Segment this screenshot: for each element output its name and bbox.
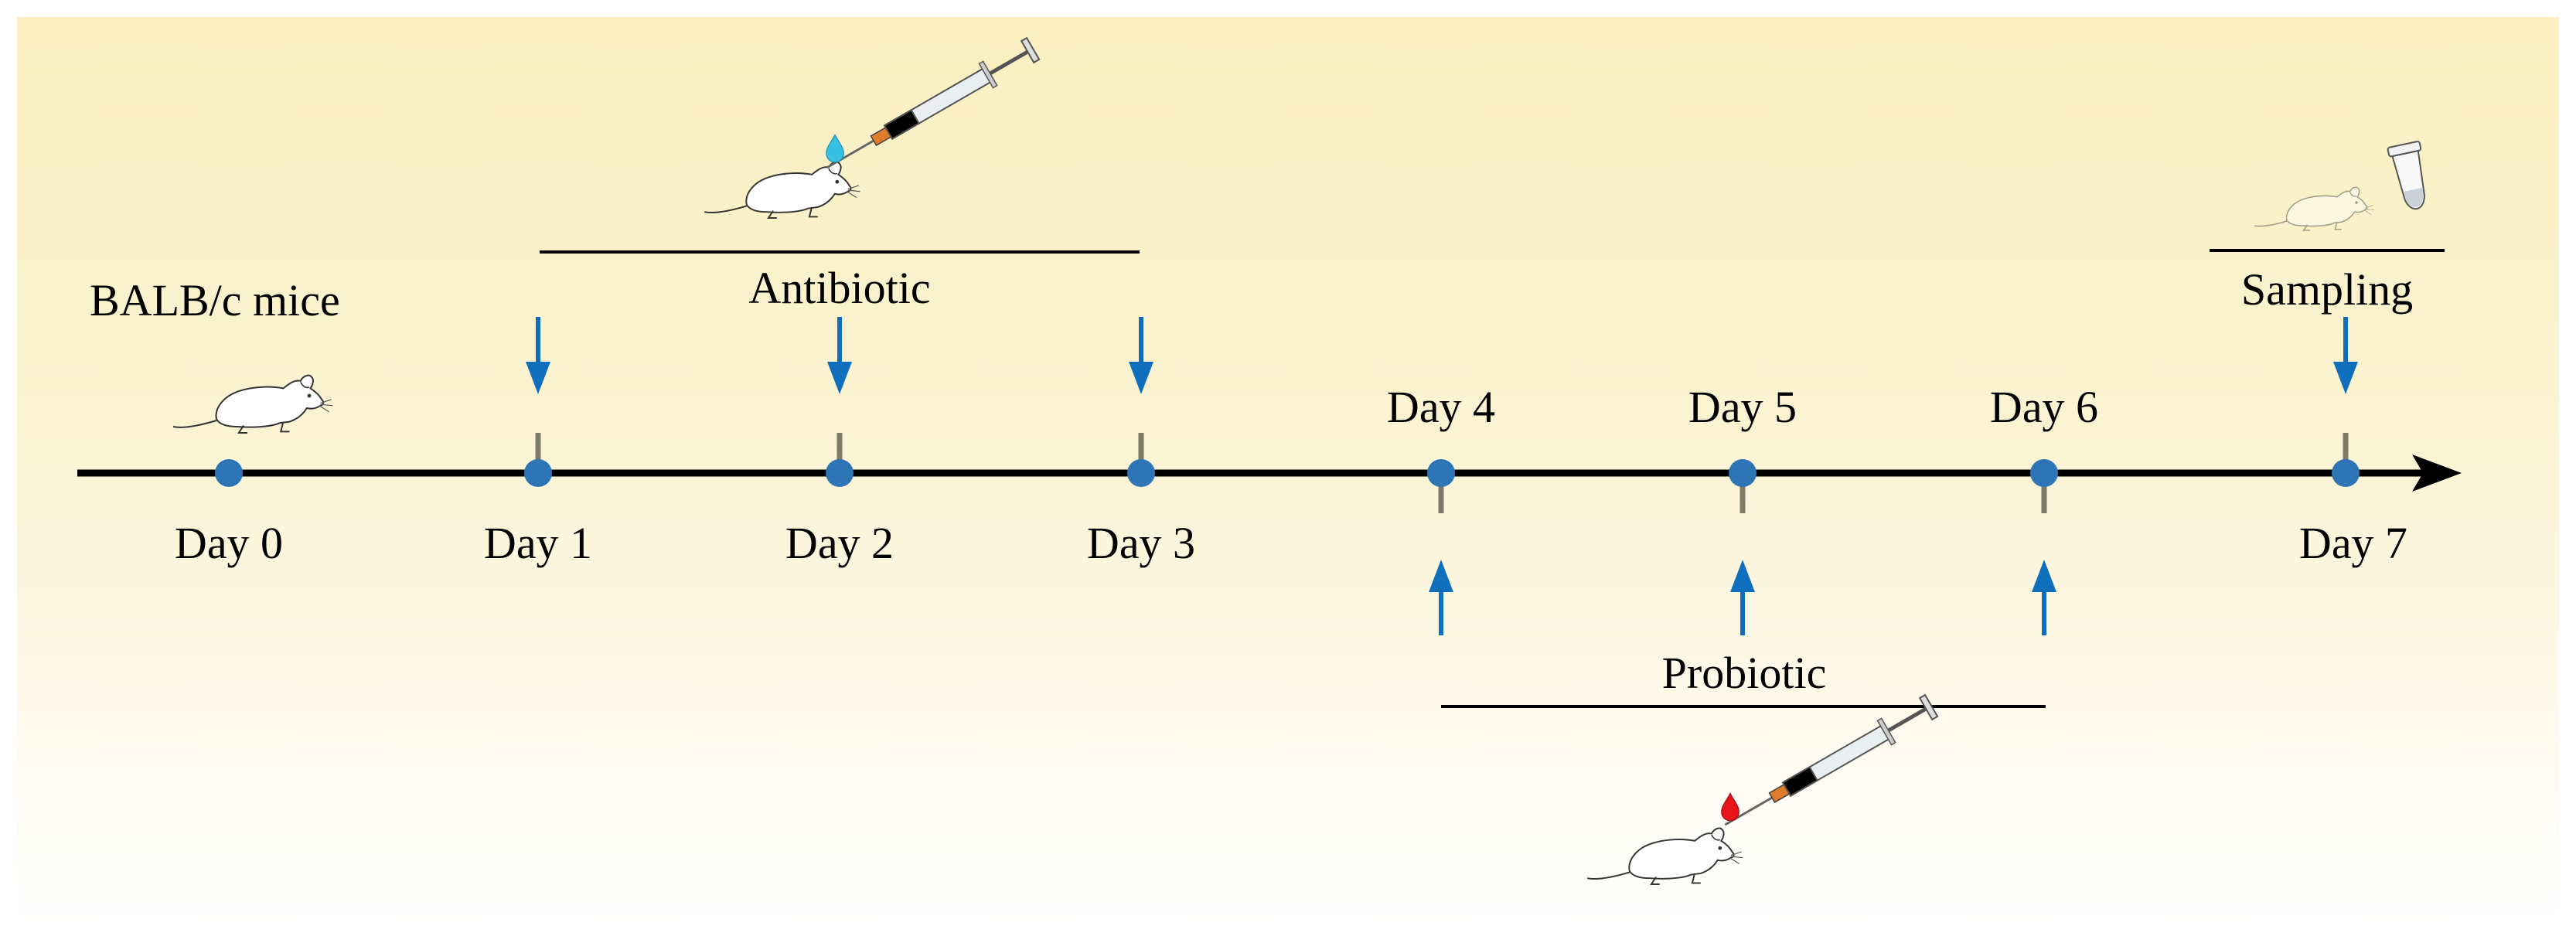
intervention-arrow-up (1429, 560, 1453, 635)
day-label: Day 1 (483, 518, 593, 568)
timeline-arrowhead (2412, 454, 2462, 492)
day-marker-dot (1729, 459, 1757, 487)
syringe-icon (1718, 693, 1938, 836)
day-marker-dot (826, 459, 854, 487)
intervention-arrow-up (1730, 560, 1755, 635)
antibiotic-label: Antibiotic (748, 263, 931, 313)
sampling-mouse-icon (2254, 186, 2375, 231)
probiotic-drop-icon (1721, 792, 1739, 822)
intervention-arrow-down (1129, 317, 1153, 394)
intervention-arrow-down (827, 317, 852, 394)
intervention-arrow-down (526, 317, 550, 394)
day-label: Day 5 (1688, 382, 1797, 432)
mouse-icon (1586, 827, 1744, 885)
start-label: BALB/c mice (90, 275, 340, 325)
intervention-arrow-down (2333, 317, 2358, 394)
day-marker-dot (215, 459, 243, 487)
day-label: Day 7 (2298, 518, 2408, 568)
mouse-icon (704, 161, 861, 219)
day-marker-dot (1127, 459, 1155, 487)
day-marker-dot (2332, 459, 2360, 487)
day-label: Day 4 (1386, 382, 1496, 432)
syringe-icon (819, 36, 1040, 179)
day-label: Day 6 (1989, 382, 2099, 432)
probiotic-label: Probiotic (1661, 648, 1827, 698)
day-label: Day 2 (785, 518, 894, 568)
sampling-label: Sampling (2240, 264, 2414, 315)
day-marker-dot (2030, 459, 2058, 487)
mouse-icon (172, 374, 334, 434)
antibiotic-drop-icon (826, 134, 844, 163)
intervention-arrow-up (2032, 560, 2056, 635)
day-marker-dot (1427, 459, 1455, 487)
day-label: Day 3 (1086, 518, 1196, 568)
day-marker-dot (524, 459, 552, 487)
timeline-diagram: BALB/c mice Antibiotic Probiotic Samplin… (17, 17, 2559, 926)
sample-tube-icon (2387, 141, 2425, 210)
diagram-canvas (77, 17, 2462, 885)
day-label: Day 0 (174, 518, 284, 568)
